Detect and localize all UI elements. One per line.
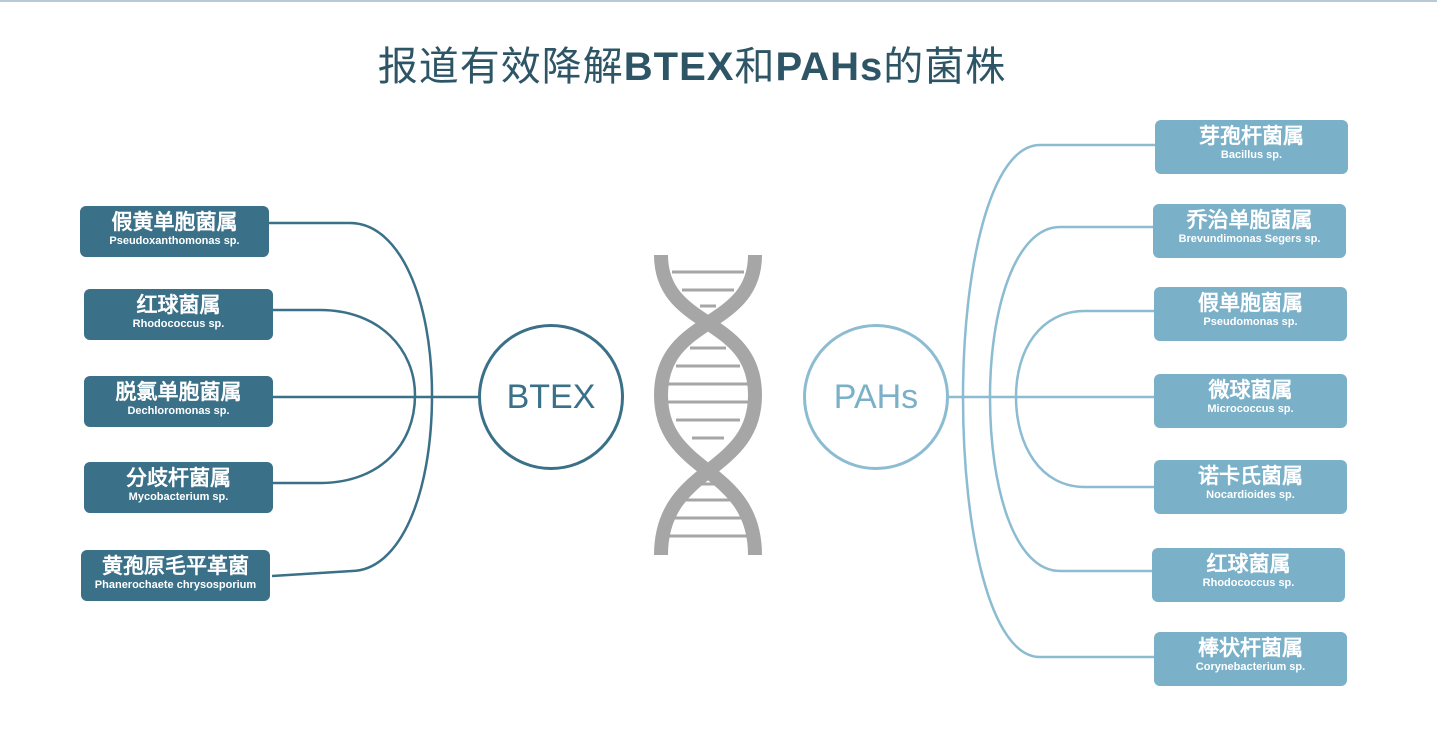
title-suffix: 的菌株 [883, 44, 1007, 90]
left-strain-box: 黄孢原毛平革菌 Phanerochaete chrysosporium [81, 550, 270, 601]
left-strain-box: 脱氯单胞菌属 Dechloromonas sp. [84, 376, 273, 427]
left-strain-box: 红球菌属 Rhodococcus sp. [84, 289, 273, 340]
strain-en-label: Nocardioides sp. [1206, 489, 1295, 501]
strain-en-label: Phanerochaete chrysosporium [94, 579, 257, 591]
strain-zh-label: 假单胞菌属 [1198, 290, 1303, 315]
strain-en-label: Dechloromonas sp. [127, 405, 230, 417]
btex-hub-label: BTEX [506, 377, 596, 416]
strain-en-label: Brevundimonas Segers sp. [1178, 233, 1321, 245]
strain-zh-label: 假黄单胞菌属 [111, 209, 238, 234]
left-strain-box: 假黄单胞菌属 Pseudoxanthomonas sp. [80, 206, 269, 257]
right-strain-box: 红球菌属 Rhodococcus sp. [1152, 548, 1345, 602]
right-strain-box: 乔治单胞菌属 Brevundimonas Segers sp. [1153, 204, 1346, 258]
title-btex: BTEX [623, 45, 735, 89]
btex-hub: BTEX [478, 324, 624, 470]
left-connector-1 [269, 221, 434, 578]
strain-zh-label: 棒状杆菌属 [1198, 635, 1303, 660]
strain-en-label: Bacillus sp. [1220, 149, 1283, 161]
strain-zh-label: 脱氯单胞菌属 [115, 379, 242, 404]
pahs-hub-label: PAHs [833, 377, 919, 416]
strain-en-label: Corynebacterium sp. [1195, 661, 1306, 673]
right-strain-box: 芽孢杆菌属 Bacillus sp. [1155, 120, 1348, 174]
strain-en-label: Pseudomonas sp. [1203, 316, 1298, 328]
right-connector-2 [988, 225, 1154, 573]
top-divider [0, 0, 1437, 2]
strain-en-label: Mycobacterium sp. [128, 491, 229, 503]
strain-zh-label: 红球菌属 [136, 292, 221, 317]
right-strain-box: 诺卡氏菌属 Nocardioides sp. [1154, 460, 1347, 514]
right-strain-box: 假单胞菌属 Pseudomonas sp. [1154, 287, 1347, 341]
left-connector-2 [273, 308, 417, 485]
right-strain-box: 棒状杆菌属 Corynebacterium sp. [1154, 632, 1347, 686]
title-pahs: PAHs [775, 45, 884, 89]
strain-en-label: Micrococcus sp. [1207, 403, 1294, 415]
left-strain-box: 分歧杆菌属 Mycobacterium sp. [84, 462, 273, 513]
page-title: 报道有效降解BTEX和PAHs的菌株 [0, 34, 1384, 92]
strain-zh-label: 芽孢杆菌属 [1199, 123, 1304, 148]
strain-zh-label: 诺卡氏菌属 [1198, 463, 1303, 488]
strain-zh-label: 微球菌属 [1208, 377, 1293, 402]
strain-zh-label: 乔治单胞菌属 [1186, 207, 1313, 232]
strain-en-label: Rhodococcus sp. [132, 318, 225, 330]
strain-zh-label: 分歧杆菌属 [126, 465, 231, 490]
title-prefix: 报道有效降解 [377, 44, 624, 90]
right-connector-3 [1014, 309, 1156, 489]
strain-zh-label: 黄孢原毛平革菌 [102, 553, 249, 578]
right-connector-1 [961, 143, 1156, 659]
pahs-hub: PAHs [803, 324, 949, 470]
strain-en-label: Rhodococcus sp. [1202, 577, 1295, 589]
strain-zh-label: 红球菌属 [1206, 551, 1291, 576]
strain-en-label: Pseudoxanthomonas sp. [109, 235, 240, 247]
dna-helix-icon [653, 254, 763, 556]
right-strain-box: 微球菌属 Micrococcus sp. [1154, 374, 1347, 428]
title-and: 和 [734, 44, 776, 90]
